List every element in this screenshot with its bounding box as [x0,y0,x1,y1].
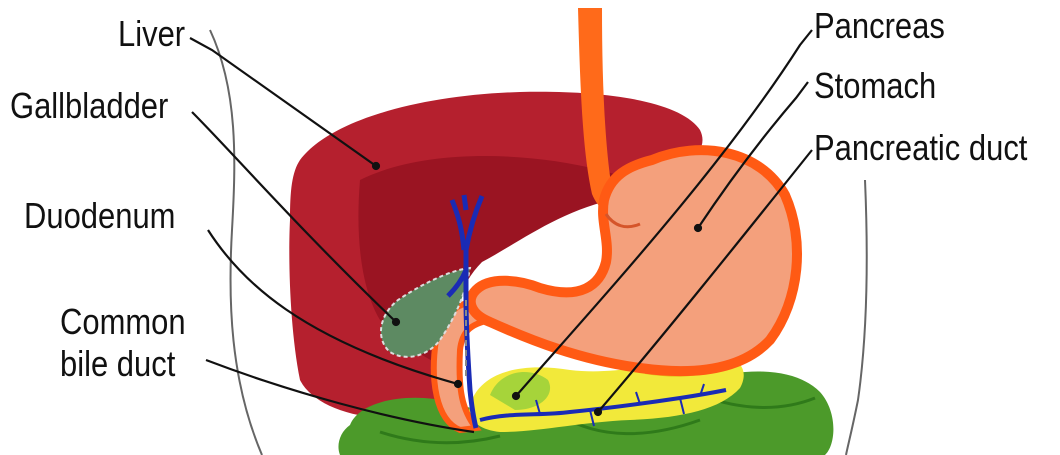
hepatic-duct-top [464,195,466,210]
label-stomach: Stomach [814,66,936,106]
label-duodenum: Duodenum [24,196,175,236]
leader-pancreatic-duct-dot [595,409,601,415]
label-pancreatic-duct: Pancreatic duct [814,128,1027,168]
leader-gallbladder-dot [393,319,399,325]
leader-liver-dot [373,163,379,169]
body-outline-right [846,180,867,455]
label-common-bile-duct-line2: bile duct [60,344,175,384]
leader-pancreas-dot [513,393,519,399]
label-pancreas: Pancreas [814,6,945,46]
label-liver: Liver [118,14,185,54]
leader-liver [190,38,376,166]
label-common-bile-duct-line1: Common [60,302,186,342]
label-gallbladder: Gallbladder [10,86,168,126]
leader-stomach-dot [695,225,701,231]
leader-duodenum-dot [455,381,461,387]
